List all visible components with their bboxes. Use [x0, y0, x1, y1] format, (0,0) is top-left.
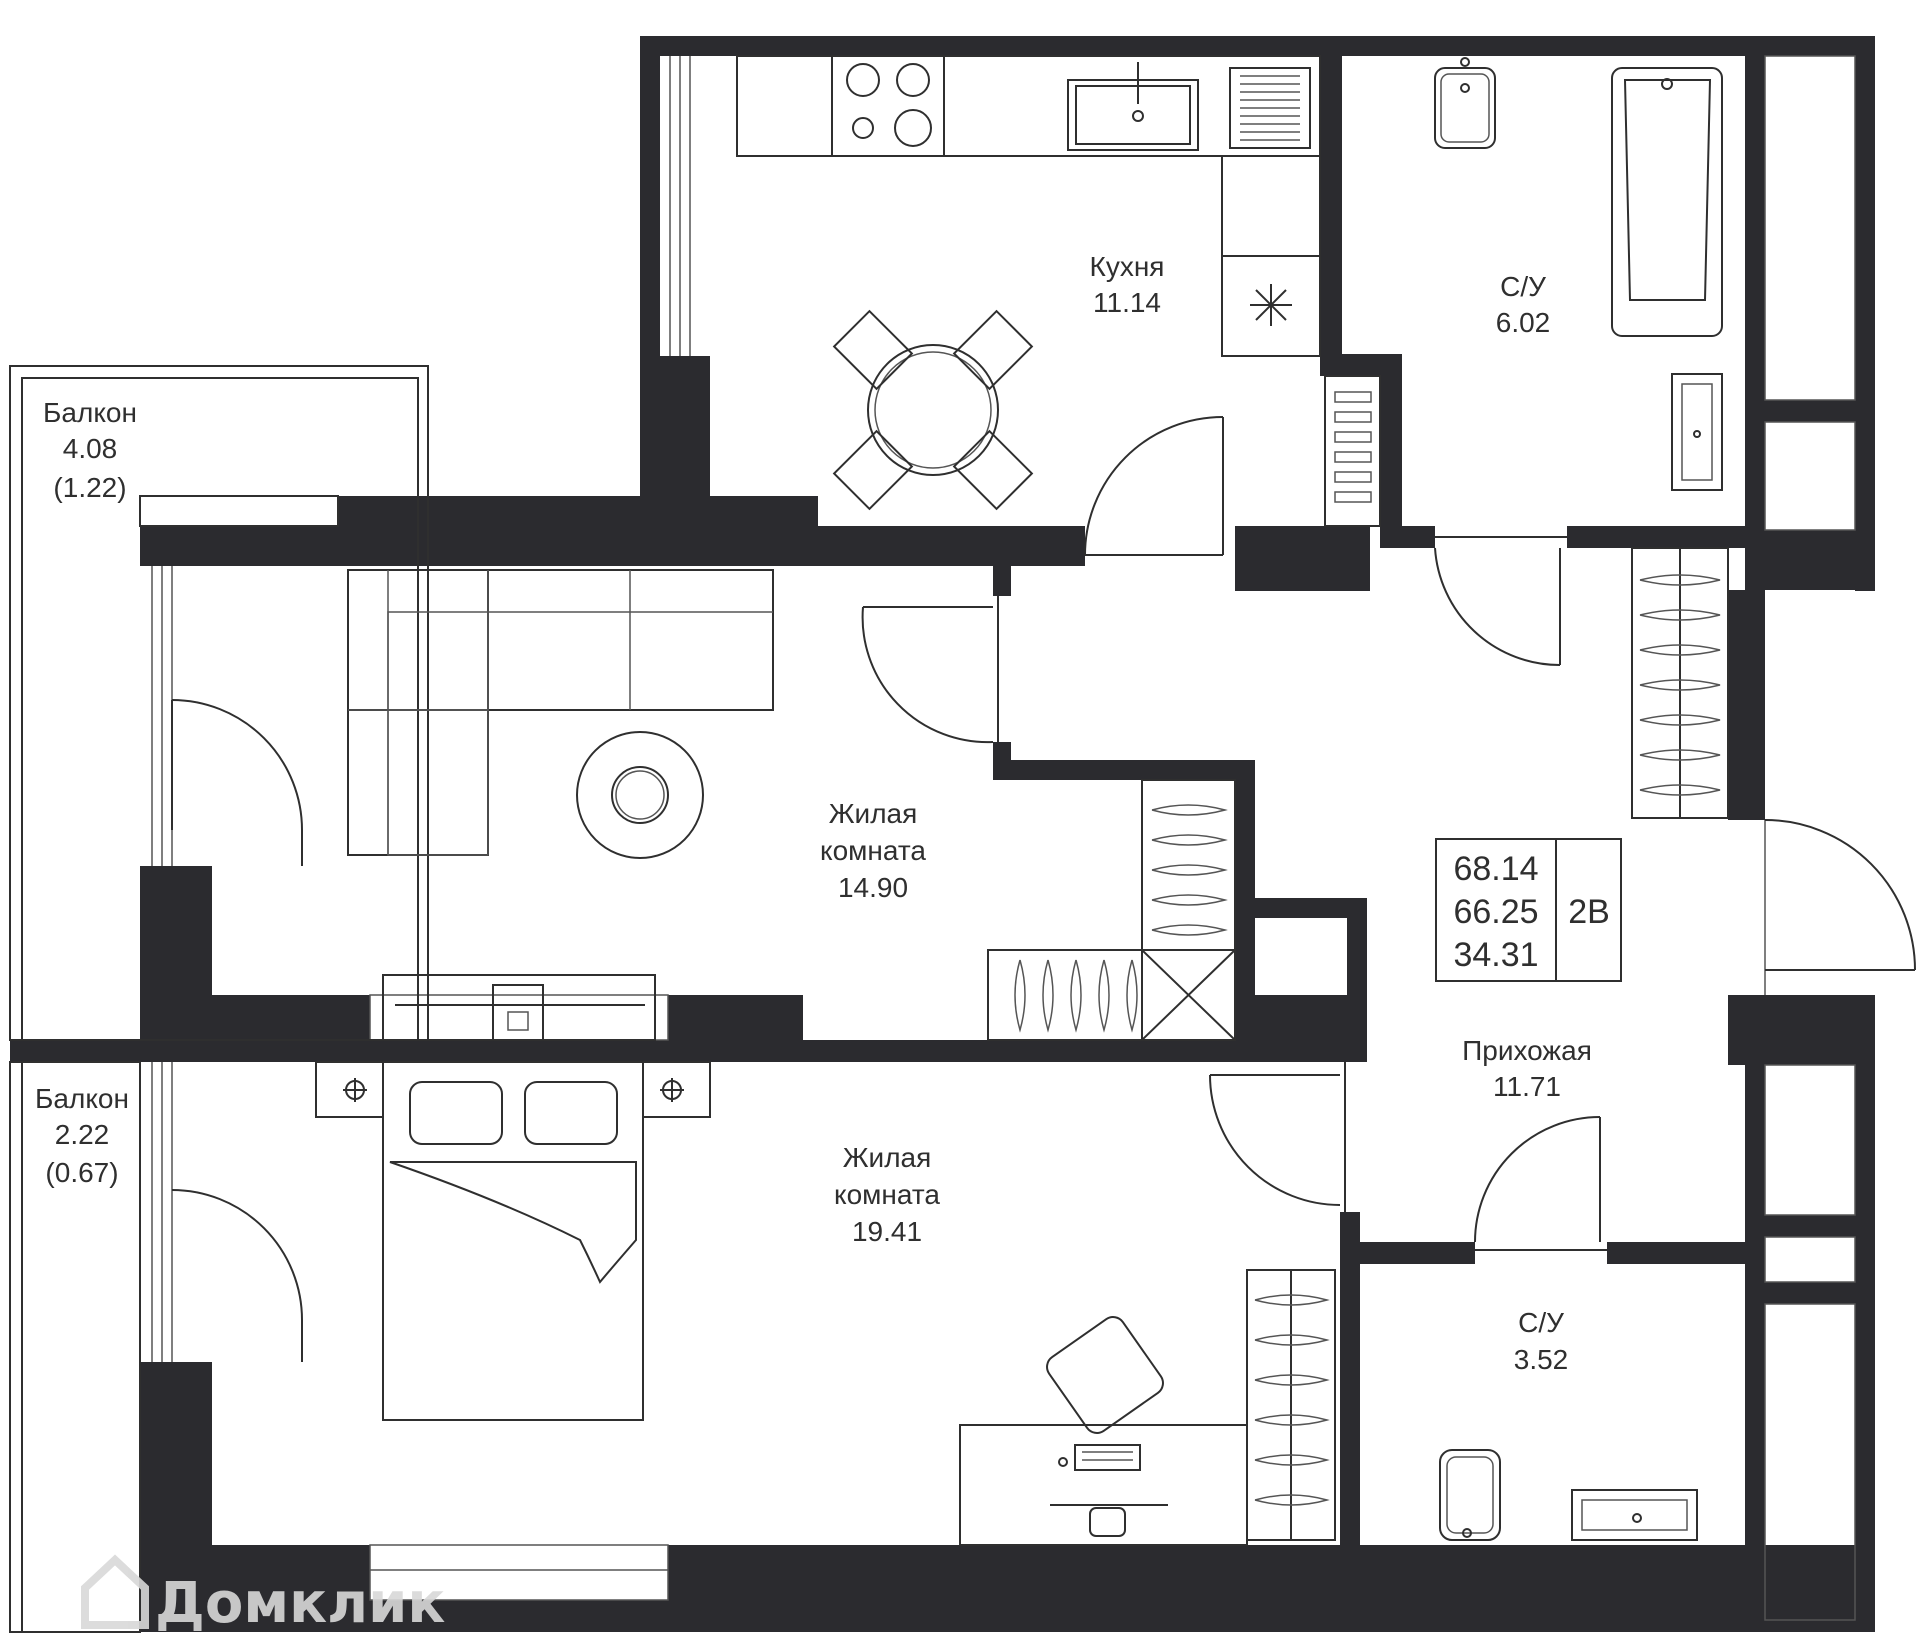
balcony-top-name: Балкон: [43, 397, 137, 428]
balcony-top-reduced: (1.22): [53, 472, 126, 503]
hanger-marks-horizontal: [1014, 959, 1138, 1033]
bathroom-bottom-fixtures: [1439, 1449, 1698, 1541]
room-labels: Кухня 11.14 С/У 6.02 Балкон 4.08 (1.22) …: [35, 251, 1592, 1375]
living-1-name-line2: комната: [820, 835, 926, 866]
kitchen-area: 11.14: [1093, 287, 1161, 318]
balcony-bottom-reduced: (0.67): [45, 1157, 118, 1188]
area-summary-box: 68.14 66.25 34.31 2В: [1435, 838, 1622, 982]
watermark: Домклик: [81, 1554, 445, 1636]
total-area: 68.14: [1453, 850, 1538, 888]
living-1-name-line1: Жилая: [829, 798, 918, 829]
bathroom-top-fixtures: [1434, 57, 1723, 491]
windows: [151, 55, 1856, 1621]
living-2-area: 19.41: [852, 1216, 922, 1247]
living-room-1-furniture: [347, 569, 1236, 1041]
house-icon: [81, 1554, 149, 1629]
hallway-name: Прихожая: [1462, 1035, 1592, 1066]
apartment-type: 2В: [1568, 893, 1610, 931]
bath-top-name: С/У: [1500, 271, 1546, 302]
balcony-top-area: 4.08: [63, 433, 118, 464]
dining-table: [832, 309, 1034, 511]
balcony-bottom-area: 2.22: [55, 1119, 110, 1150]
living-2-name-line2: комната: [834, 1179, 940, 1210]
bath-top-area: 6.02: [1496, 307, 1551, 338]
walls: [10, 36, 1875, 1632]
balcony-bottom-name: Балкон: [35, 1083, 129, 1114]
hallway-furniture: [1631, 547, 1729, 819]
hanger-marks: [1151, 804, 1228, 936]
bath-bottom-area: 3.52: [1514, 1344, 1569, 1375]
kitchen-name: Кухня: [1090, 251, 1165, 282]
vent-icon: [1250, 284, 1292, 326]
watermark-text: Домклик: [155, 1571, 445, 1636]
bedroom-furniture: [315, 1061, 1336, 1546]
hallway-area: 11.71: [1493, 1071, 1561, 1102]
living-2-name-line1: Жилая: [843, 1142, 932, 1173]
living-1-area: 14.90: [838, 872, 908, 903]
living-area: 34.31: [1453, 936, 1538, 974]
bath-bottom-name: С/У: [1518, 1307, 1564, 1338]
kitchen-furniture: [736, 55, 1381, 527]
doors: [171, 416, 1916, 1362]
fridge-lines: [1240, 75, 1300, 141]
total-area-no-balcony: 66.25: [1453, 893, 1538, 931]
